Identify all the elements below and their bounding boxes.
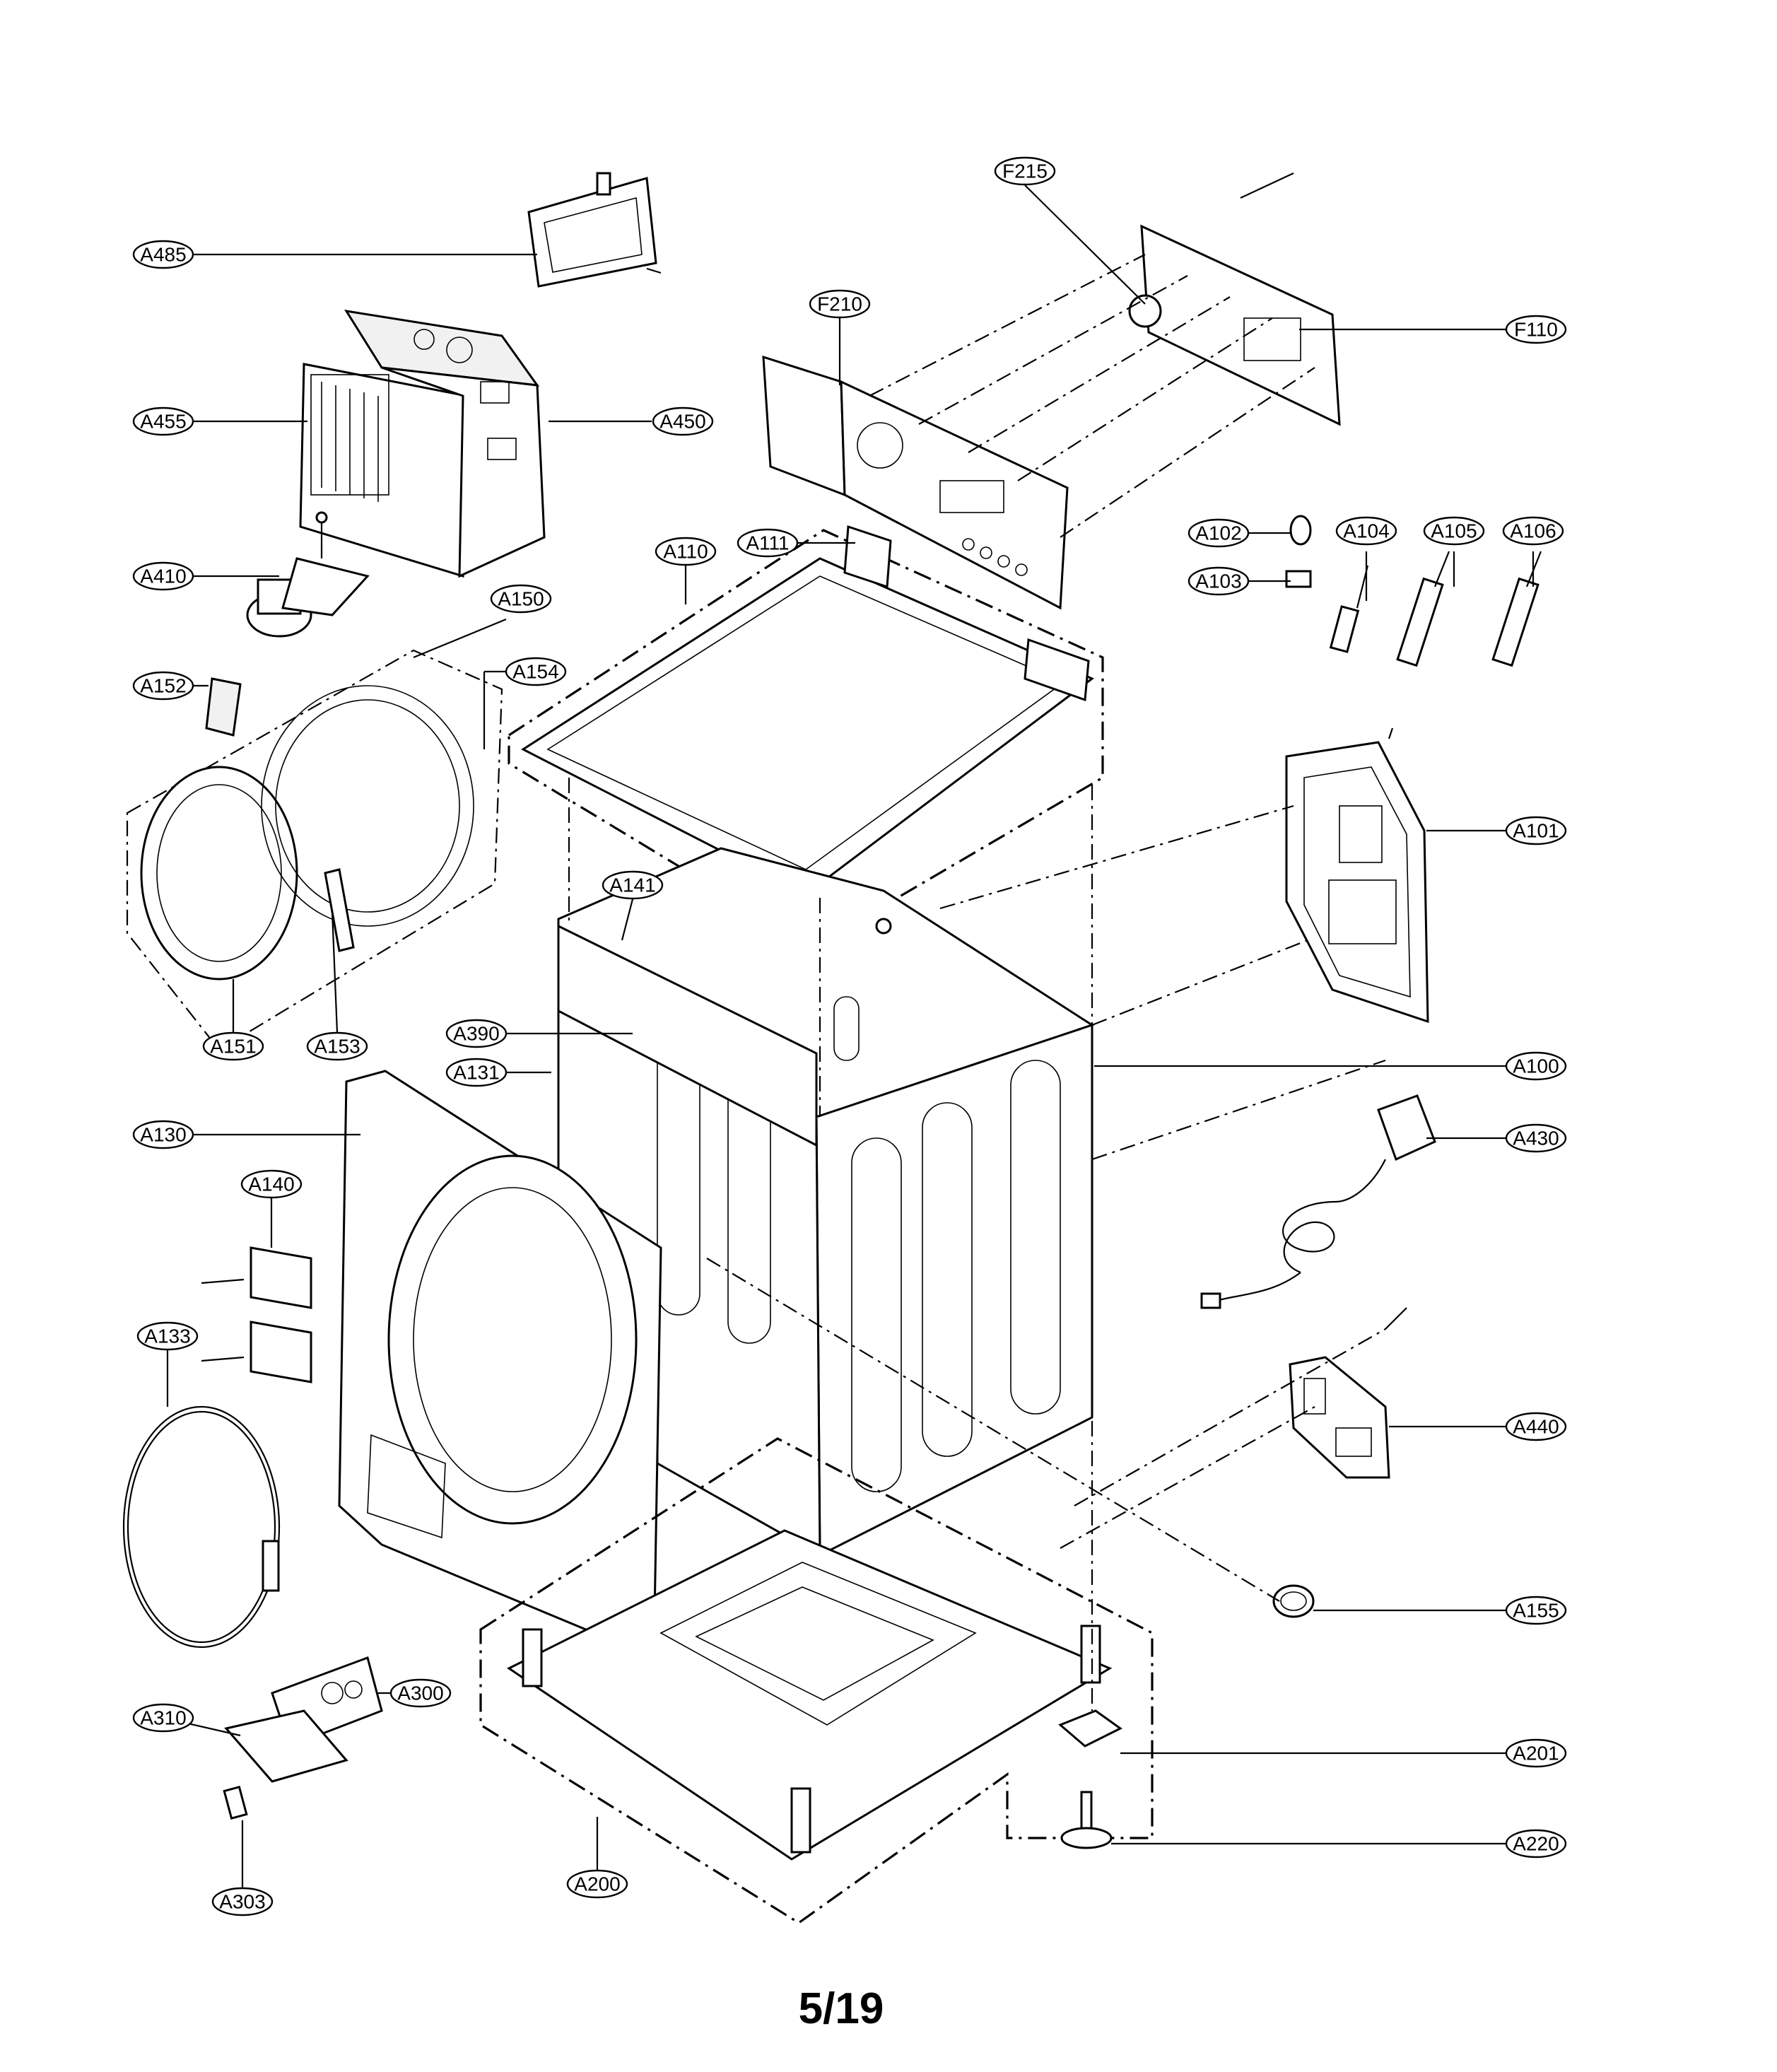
callout-a220: A220 xyxy=(1505,1829,1567,1859)
callout-a154: A154 xyxy=(505,657,567,686)
part-a140-hinges xyxy=(201,1246,312,1383)
part-dampers xyxy=(1285,515,1542,667)
svg-text:A151: A151 xyxy=(210,1036,256,1058)
callout-a140: A140 xyxy=(240,1169,303,1199)
svg-text:A310: A310 xyxy=(140,1707,186,1729)
svg-text:A455: A455 xyxy=(140,411,186,433)
callout-a111: A111 xyxy=(737,528,799,558)
part-a430-power-cord xyxy=(1200,1094,1436,1309)
part-a410-sensor xyxy=(246,511,370,638)
callout-a485: A485 xyxy=(132,240,194,269)
callout-a200: A200 xyxy=(566,1869,628,1899)
svg-text:A105: A105 xyxy=(1431,520,1477,542)
svg-text:A101: A101 xyxy=(1513,820,1559,842)
svg-text:A154: A154 xyxy=(512,661,558,683)
svg-text:A104: A104 xyxy=(1343,520,1389,542)
callout-f215: F215 xyxy=(994,156,1056,186)
part-a455-a450-pcb xyxy=(299,310,546,578)
callout-a104: A104 xyxy=(1335,516,1397,546)
part-a100-cabinet xyxy=(557,847,1095,1557)
part-a111-hinges xyxy=(843,525,1090,702)
callout-a151: A151 xyxy=(202,1031,264,1061)
svg-text:A485: A485 xyxy=(140,244,186,266)
callout-a155: A155 xyxy=(1505,1596,1567,1625)
callout-a201: A201 xyxy=(1505,1738,1567,1768)
svg-text:A220: A220 xyxy=(1513,1833,1559,1855)
callout-a430: A430 xyxy=(1505,1123,1567,1153)
svg-text:A410: A410 xyxy=(140,566,186,587)
svg-text:A201: A201 xyxy=(1513,1743,1559,1764)
svg-text:A200: A200 xyxy=(574,1873,620,1895)
part-a150-door-assembly xyxy=(126,649,503,1051)
callout-a310: A310 xyxy=(132,1703,194,1733)
svg-text:A450: A450 xyxy=(659,411,705,433)
svg-text:A110: A110 xyxy=(663,541,708,563)
svg-text:A303: A303 xyxy=(219,1891,265,1913)
svg-text:F210: F210 xyxy=(817,293,862,315)
page-number: 5/19 xyxy=(799,1984,884,2033)
svg-text:A155: A155 xyxy=(1513,1600,1559,1622)
callout-a450: A450 xyxy=(652,406,714,436)
callout-a410: A410 xyxy=(132,561,194,591)
svg-text:A111: A111 xyxy=(746,532,789,554)
callout-f210: F210 xyxy=(809,289,871,319)
svg-text:F215: F215 xyxy=(1002,160,1048,182)
part-a130-front-panel xyxy=(338,1070,662,1660)
callout-a100: A100 xyxy=(1505,1051,1567,1081)
callout-a300: A300 xyxy=(389,1678,452,1708)
callout-a131: A131 xyxy=(445,1058,508,1087)
callout-a110: A110 xyxy=(655,537,717,566)
alignment-lines xyxy=(568,778,1386,1711)
leader-lines xyxy=(163,185,1535,1902)
callout-a390: A390 xyxy=(445,1019,508,1048)
callout-a150: A150 xyxy=(490,584,552,614)
callout-a153: A153 xyxy=(306,1031,368,1061)
svg-text:A140: A140 xyxy=(248,1173,294,1195)
part-a201-a220-foot xyxy=(1058,1709,1122,1849)
callout-a103: A103 xyxy=(1187,566,1250,596)
callout-a130: A130 xyxy=(132,1120,194,1149)
part-a200-base xyxy=(479,1437,1154,1924)
svg-text:A152: A152 xyxy=(140,675,186,697)
callout-a455: A455 xyxy=(132,406,194,436)
svg-text:A430: A430 xyxy=(1513,1128,1559,1149)
callout-a102: A102 xyxy=(1187,518,1250,548)
svg-text:A440: A440 xyxy=(1513,1416,1559,1438)
callout-a141: A141 xyxy=(602,870,664,900)
svg-text:A106: A106 xyxy=(1510,520,1556,542)
svg-text:F110: F110 xyxy=(1514,319,1558,341)
svg-text:A150: A150 xyxy=(498,588,544,610)
svg-text:A131: A131 xyxy=(453,1062,499,1084)
svg-text:A300: A300 xyxy=(397,1682,443,1704)
callout-f110: F110 xyxy=(1505,315,1567,344)
part-a300-a310-cover xyxy=(223,1656,383,1820)
part-a101-rear-panel xyxy=(1285,727,1429,1024)
callout-a106: A106 xyxy=(1502,516,1564,546)
svg-text:A100: A100 xyxy=(1513,1055,1559,1077)
part-a440-filter xyxy=(1289,1307,1407,1479)
part-f210-f110-control-panel xyxy=(762,172,1341,610)
part-a485-bracket xyxy=(527,172,662,288)
svg-text:A102: A102 xyxy=(1195,522,1241,544)
callout-a440: A440 xyxy=(1505,1412,1567,1441)
svg-text:A130: A130 xyxy=(140,1124,186,1146)
part-a133-wire-ring xyxy=(122,1405,281,1649)
svg-text:A103: A103 xyxy=(1195,570,1241,592)
svg-text:A133: A133 xyxy=(144,1325,190,1347)
callout-a101: A101 xyxy=(1505,816,1567,845)
callout-a152: A152 xyxy=(132,671,194,701)
svg-text:A390: A390 xyxy=(453,1023,499,1045)
callout-a303: A303 xyxy=(211,1887,274,1916)
callout-a105: A105 xyxy=(1423,516,1485,546)
callout-a133: A133 xyxy=(136,1321,199,1351)
svg-text:A153: A153 xyxy=(314,1036,360,1058)
part-a155-cap xyxy=(1272,1584,1315,1618)
svg-text:A141: A141 xyxy=(609,874,655,896)
